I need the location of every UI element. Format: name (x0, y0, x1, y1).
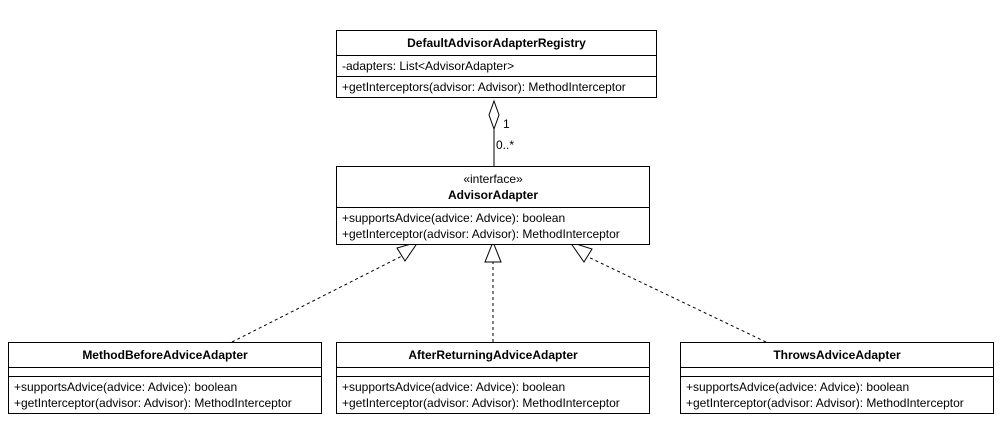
class-operations: +supportsAdvice(advice: Advice): boolean… (9, 376, 321, 413)
class-attributes (9, 367, 321, 376)
class-operations: +getInterceptors(advisor: Advisor): Meth… (337, 76, 656, 97)
class-operations: +supportsAdvice(advice: Advice): boolean… (681, 376, 993, 413)
operation: +getInterceptor(advisor: Advisor): Metho… (14, 396, 292, 410)
class-attributes (337, 367, 649, 376)
stereotype: «interface» (463, 172, 523, 186)
operation: +supportsAdvice(advice: Advice): boolean (686, 380, 910, 394)
class-name: DefaultAdvisorAdapterRegistry (407, 36, 586, 50)
class-name: AdvisorAdapter (447, 188, 539, 202)
class-default-advisor-adapter-registry[interactable]: DefaultAdvisorAdapterRegistry -adapters:… (336, 30, 657, 98)
class-after-returning-advice-adapter[interactable]: AfterReturningAdviceAdapter +supportsAdv… (336, 342, 650, 414)
realization-line-throws (583, 254, 767, 343)
class-name: AfterReturningAdviceAdapter (408, 348, 578, 362)
class-header: ThrowsAdviceAdapter (681, 343, 993, 367)
multiplicity-target: 0..* (496, 138, 515, 152)
class-header: «interface» AdvisorAdapter (337, 167, 649, 207)
operation: +getInterceptor(advisor: Advisor): Metho… (342, 396, 620, 410)
class-throws-advice-adapter[interactable]: ThrowsAdviceAdapter +supportsAdvice(advi… (680, 342, 994, 414)
operation: +getInterceptor(advisor: Advisor): Metho… (686, 396, 964, 410)
class-header: AfterReturningAdviceAdapter (337, 343, 649, 367)
class-name: ThrowsAdviceAdapter (773, 348, 901, 362)
class-attributes (681, 367, 993, 376)
operation: +supportsAdvice(advice: Advice): boolean (342, 211, 566, 225)
operation: +supportsAdvice(advice: Advice): boolean (342, 380, 566, 394)
class-header: DefaultAdvisorAdapterRegistry (337, 31, 656, 55)
realization-line-before (231, 254, 405, 343)
class-header: MethodBeforeAdviceAdapter (9, 343, 321, 367)
multiplicity-source: 1 (503, 117, 510, 131)
attribute: -adapters: List<AdvisorAdapter> (342, 59, 515, 73)
realization-arrowhead-throws (568, 241, 593, 263)
operation: +getInterceptors(advisor: Advisor): Meth… (342, 80, 626, 94)
class-attributes: -adapters: List<AdvisorAdapter> (337, 55, 656, 76)
operation: +supportsAdvice(advice: Advice): boolean (14, 380, 238, 394)
class-name: MethodBeforeAdviceAdapter (82, 348, 248, 362)
class-operations: +supportsAdvice(advice: Advice): boolean… (337, 207, 649, 244)
aggregation-diamond (488, 99, 500, 131)
class-operations: +supportsAdvice(advice: Advice): boolean… (337, 376, 649, 413)
class-method-before-advice-adapter[interactable]: MethodBeforeAdviceAdapter +supportsAdvic… (8, 342, 322, 414)
realization-arrowhead-after (484, 240, 502, 263)
realization-arrowhead-before (396, 241, 420, 262)
operation: +getInterceptor(advisor: Advisor): Metho… (342, 227, 620, 241)
interface-advisor-adapter[interactable]: «interface» AdvisorAdapter +supportsAdvi… (336, 166, 650, 245)
